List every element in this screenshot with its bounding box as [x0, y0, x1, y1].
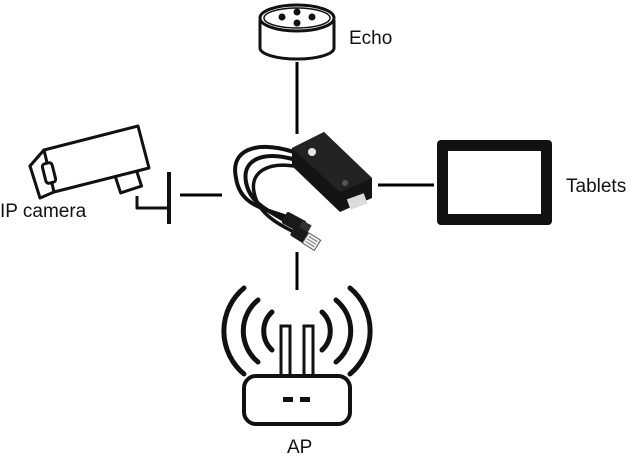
wireless-router-icon [221, 285, 373, 426]
echo-label: Echo [349, 28, 393, 49]
tablets-label: Tablets [566, 176, 627, 197]
ap-label: AP [287, 437, 313, 458]
ip-camera-label: IP camera [0, 201, 87, 222]
security-camera-icon [28, 124, 171, 224]
connector-lines [180, 62, 434, 290]
smart-speaker-icon [258, 3, 336, 61]
tablet-icon [437, 140, 552, 225]
poe-splitter-icon [233, 132, 372, 252]
